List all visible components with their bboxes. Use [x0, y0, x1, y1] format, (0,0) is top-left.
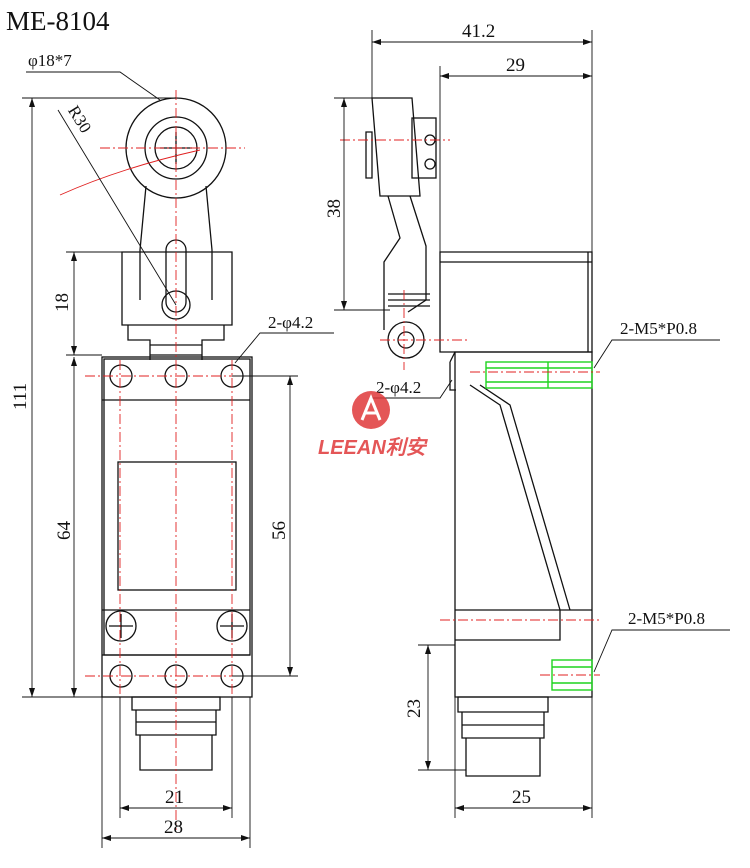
- thread-label-bottom: 2-M5*P0.8: [628, 609, 705, 628]
- dim-mount-spacing: 56: [269, 521, 290, 540]
- roller-label: φ18*7: [28, 51, 72, 70]
- dim-body-depth: 29: [506, 55, 525, 76]
- front-view: R30 φ18*7 2-φ4.2 111 18 64 56 21 28: [10, 51, 334, 848]
- side-body: [454, 351, 593, 698]
- radius-label: R30: [64, 102, 95, 136]
- label-window: [117, 461, 237, 591]
- dim-inner-width: 21: [165, 787, 184, 808]
- side-lever-arm: [383, 195, 427, 330]
- cable-gland: [131, 696, 221, 771]
- head-block: [121, 251, 233, 326]
- dim-overall-height: 111: [10, 383, 31, 410]
- side-view: 41.2 29 38 2-φ4.2 2-M5*P0.8 2-M5*P0.8 23…: [324, 21, 730, 818]
- side-cable-gland: [457, 696, 549, 777]
- dim-roller-offset: 38: [324, 199, 345, 218]
- thread-top: [485, 361, 593, 389]
- switch-body: [101, 356, 253, 698]
- dim-overall-width: 28: [164, 817, 183, 838]
- dim-body-height: 64: [54, 521, 75, 541]
- swing-arc: [59, 149, 201, 196]
- logo-text: LEEAN利安: [318, 436, 429, 459]
- cover-screw-left: [105, 610, 137, 642]
- roller-side: [371, 97, 421, 197]
- cover-screw-right: [216, 610, 248, 642]
- thread-label-top: 2-M5*P0.8: [620, 319, 697, 338]
- dim-overall-depth: 41.2: [462, 21, 495, 42]
- lever-arm: [139, 185, 213, 300]
- front-hole-label: 2-φ4.2: [268, 313, 313, 332]
- drawing-title: ME-8104: [6, 6, 110, 36]
- mounting-bracket: [455, 384, 571, 641]
- side-head-block: [439, 251, 593, 353]
- dim-plunger-height: 23: [404, 699, 425, 718]
- thread-bottom: [551, 659, 593, 691]
- roller-axle-cap: [411, 117, 437, 179]
- brand-logo: LEEAN利安: [318, 391, 429, 459]
- dim-arm-height: 18: [52, 293, 73, 312]
- side-hole-label: 2-φ4.2: [376, 378, 421, 397]
- dim-base-width: 25: [512, 787, 531, 808]
